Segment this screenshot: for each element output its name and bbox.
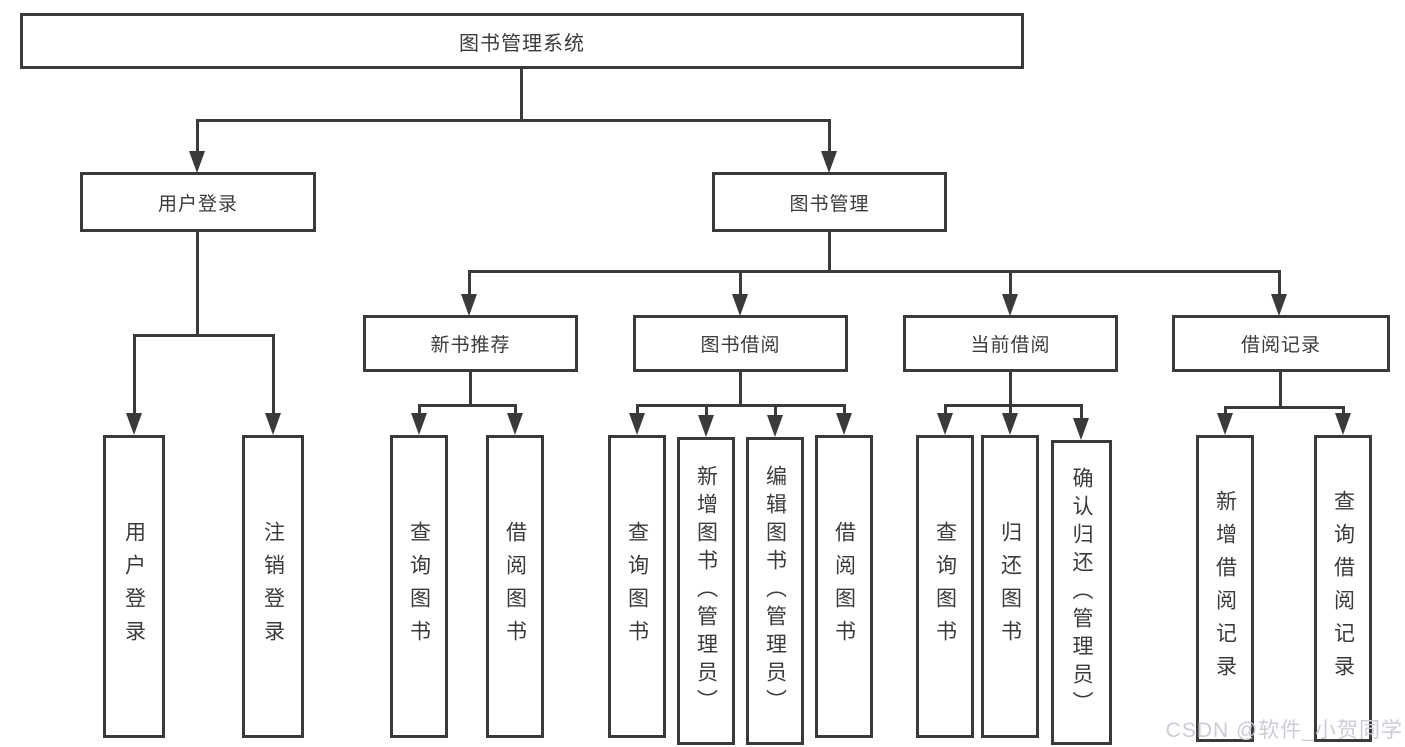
- arrow-down-icon: [1002, 413, 1018, 435]
- arrow-down-icon: [507, 413, 523, 435]
- connector-line: [196, 119, 199, 154]
- csdn-watermark: CSDN @软件_小贺同学: [1165, 719, 1403, 742]
- node-label: 图书借阅: [700, 335, 781, 356]
- leaf-current-return-books: 归还图书: [981, 435, 1039, 738]
- node-label: 编辑图书（管理员）: [763, 465, 787, 717]
- connector-line: [944, 404, 1083, 407]
- connector-line: [469, 370, 472, 407]
- node-label: 用户登录: [157, 193, 238, 215]
- node-label: 确认归还（管理员）: [1070, 466, 1093, 719]
- arrow-down-icon: [189, 151, 205, 173]
- connector-line: [1009, 270, 1012, 296]
- arrow-down-icon: [461, 294, 477, 316]
- arrow-down-icon: [629, 413, 645, 435]
- node-label: 新增借阅记录: [1213, 489, 1237, 688]
- node-label: 借阅图书: [832, 520, 856, 653]
- node-label: 新书推荐: [430, 335, 511, 356]
- node-label: 归还图书: [998, 520, 1022, 653]
- leaf-logout: 注销登录: [242, 435, 304, 738]
- connector-line: [133, 334, 275, 337]
- connector-line: [468, 270, 1281, 273]
- connector-line: [774, 404, 777, 418]
- node-borrow-records: 借阅记录: [1172, 315, 1390, 372]
- connector-line: [196, 119, 831, 122]
- connector-line: [1080, 404, 1083, 420]
- connector-line: [1009, 404, 1012, 416]
- connector-line: [739, 370, 742, 407]
- node-label: 借阅记录: [1240, 335, 1321, 356]
- leaf-records-add-record: 新增借阅记录: [1196, 435, 1254, 742]
- node-book-borrow: 图书借阅: [633, 315, 848, 372]
- node-label: 查询图书: [933, 520, 957, 653]
- leaf-records-query-record: 查询借阅记录: [1314, 435, 1372, 742]
- arrow-down-icon: [698, 415, 714, 437]
- arrow-down-icon: [265, 413, 281, 435]
- connector-line: [133, 334, 136, 415]
- leaf-borrow-add-books-admin: 新增图书（管理员）: [677, 437, 735, 745]
- node-root: 图书管理系统: [20, 13, 1024, 69]
- arrow-down-icon: [1335, 413, 1351, 435]
- connector-line: [514, 404, 517, 416]
- leaf-recommend-query-books: 查询图书: [390, 435, 448, 738]
- connector-line: [1278, 270, 1281, 296]
- leaf-borrow-edit-books-admin: 编辑图书（管理员）: [746, 437, 804, 745]
- node-label: 新增图书（管理员）: [694, 465, 718, 717]
- arrow-down-icon: [937, 413, 953, 435]
- connector-line: [1224, 406, 1345, 409]
- connector-line: [196, 230, 199, 337]
- arrow-down-icon: [411, 413, 427, 435]
- arrow-down-icon: [732, 294, 748, 316]
- leaf-recommend-borrow-books: 借阅图书: [486, 435, 544, 738]
- connector-line: [1009, 370, 1012, 407]
- connector-line: [272, 334, 275, 415]
- connector-line: [828, 119, 831, 154]
- node-label: 当前借阅: [970, 335, 1051, 356]
- connector-line: [636, 404, 846, 407]
- node-label: 查询图书: [625, 520, 649, 653]
- connector-line: [705, 404, 708, 418]
- leaf-borrow-query-books: 查询图书: [608, 435, 666, 738]
- node-current-borrow: 当前借阅: [903, 315, 1118, 372]
- node-label: 图书管理: [789, 193, 870, 215]
- connector-line: [1342, 406, 1345, 416]
- node-label: 查询借阅记录: [1331, 489, 1355, 688]
- arrow-down-icon: [1002, 294, 1018, 316]
- arrow-down-icon: [767, 415, 783, 437]
- connector-line: [944, 404, 947, 416]
- leaf-borrow-borrow-books: 借阅图书: [815, 435, 873, 738]
- connector-line: [418, 404, 421, 416]
- node-label: 注销登录: [261, 520, 285, 653]
- arrow-down-icon: [1271, 294, 1287, 316]
- connector-line: [1279, 370, 1282, 409]
- node-book-management: 图书管理: [712, 172, 947, 232]
- node-label: 图书管理系统: [459, 32, 585, 55]
- leaf-current-confirm-return-admin: 确认归还（管理员）: [1051, 440, 1112, 745]
- node-new-book-recommend: 新书推荐: [363, 315, 578, 372]
- connector-line: [739, 270, 742, 296]
- connector-line: [468, 270, 471, 296]
- arrow-down-icon: [1073, 418, 1089, 440]
- arrow-down-icon: [126, 413, 142, 435]
- arrow-down-icon: [836, 413, 852, 435]
- leaf-current-query-books: 查询图书: [916, 435, 974, 738]
- node-user-login: 用户登录: [80, 172, 316, 232]
- connector-line: [843, 404, 846, 416]
- node-label: 用户登录: [122, 520, 146, 653]
- node-label: 查询图书: [407, 520, 431, 653]
- leaf-user-login: 用户登录: [103, 435, 165, 738]
- arrow-down-icon: [1217, 413, 1233, 435]
- connector-line: [418, 404, 517, 407]
- node-label: 借阅图书: [503, 520, 527, 653]
- arrow-down-icon: [821, 151, 837, 173]
- connector-line: [1224, 406, 1227, 416]
- connector-line: [828, 230, 831, 273]
- connector-line: [520, 67, 523, 121]
- connector-line: [636, 404, 639, 416]
